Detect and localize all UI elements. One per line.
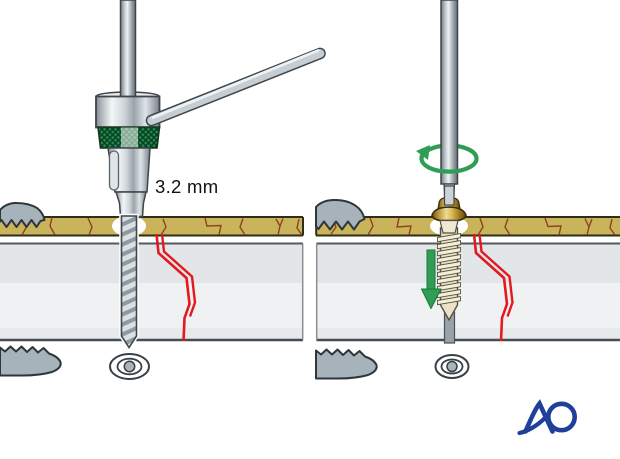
cortex-right (315, 216, 620, 237)
exit-hole-right (434, 354, 470, 379)
panel-left (0, 0, 326, 380)
bone-shaft-right (315, 242, 620, 342)
screwdriver-shaft (440, 0, 459, 207)
reduction-forceps-jaw-top-left (0, 201, 46, 228)
reduction-forceps-jaw-bottom-left (0, 345, 62, 377)
exit-hole-left (109, 353, 150, 380)
drill-guide-slot (108, 150, 120, 191)
reduction-forceps-jaw-top-right (315, 198, 366, 231)
drill-guide (95, 0, 326, 220)
fracture-line-left (155, 233, 197, 342)
screw-threads (437, 232, 461, 306)
panel-right (315, 0, 620, 380)
drill-guide-handle (145, 47, 326, 127)
drill-guide-tip (114, 191, 147, 218)
ao-logo-icon (517, 399, 577, 436)
screw-head (431, 185, 467, 234)
down-arrow-icon (421, 249, 442, 309)
lag-screw (437, 227, 461, 322)
fracture-line-right (472, 233, 514, 342)
screw-neck (439, 219, 459, 234)
bone-shaft-left (0, 242, 304, 342)
knurled-ring (97, 126, 161, 149)
drill-diameter-label: 3.2 mm (155, 176, 219, 197)
reduction-forceps-jaw-bottom-right (315, 348, 378, 380)
screwdriver-tip (443, 185, 455, 206)
drill-shank (119, 0, 137, 99)
drill-bit (119, 213, 139, 352)
rotation-arrow-icon (416, 145, 479, 174)
